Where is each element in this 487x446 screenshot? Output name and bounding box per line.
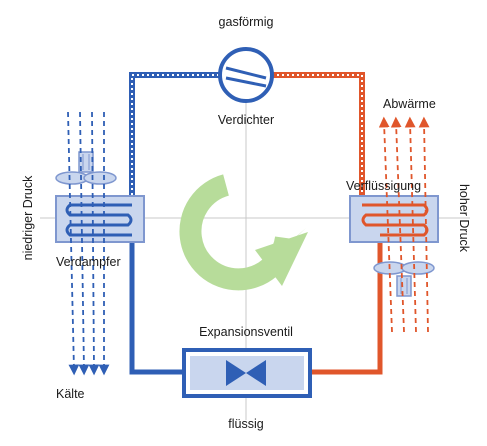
- compressor-icon: [218, 47, 274, 103]
- discharge-line: [272, 72, 365, 205]
- high-pressure-label: hoher Druck: [457, 184, 471, 253]
- compressor-label: Verdichter: [218, 113, 274, 127]
- cold-label: Kälte: [56, 387, 85, 401]
- waste-heat-label: Abwärme: [383, 97, 436, 111]
- suction-line: [129, 72, 220, 205]
- condenser-label: Verflüssigung: [346, 179, 421, 193]
- evaporator-label: Verdampfer: [56, 255, 121, 269]
- fan-icon: [55, 151, 117, 185]
- expansion-valve-label: Expansionsventil: [199, 325, 293, 339]
- cycle-arrow-icon: [179, 174, 308, 291]
- liquid-state-label: flüssig: [228, 417, 263, 431]
- condenser-unit: [349, 195, 439, 243]
- low-pressure-label: niedriger Druck: [21, 175, 35, 261]
- fan-icon: [373, 261, 435, 297]
- evaporator-unit: [55, 195, 145, 243]
- expansion-valve-icon: [182, 348, 312, 398]
- warm-airflow-arrows: [378, 116, 430, 333]
- cold-airflow-arrows: [67, 111, 110, 376]
- gas-state-label: gasförmig: [219, 15, 274, 29]
